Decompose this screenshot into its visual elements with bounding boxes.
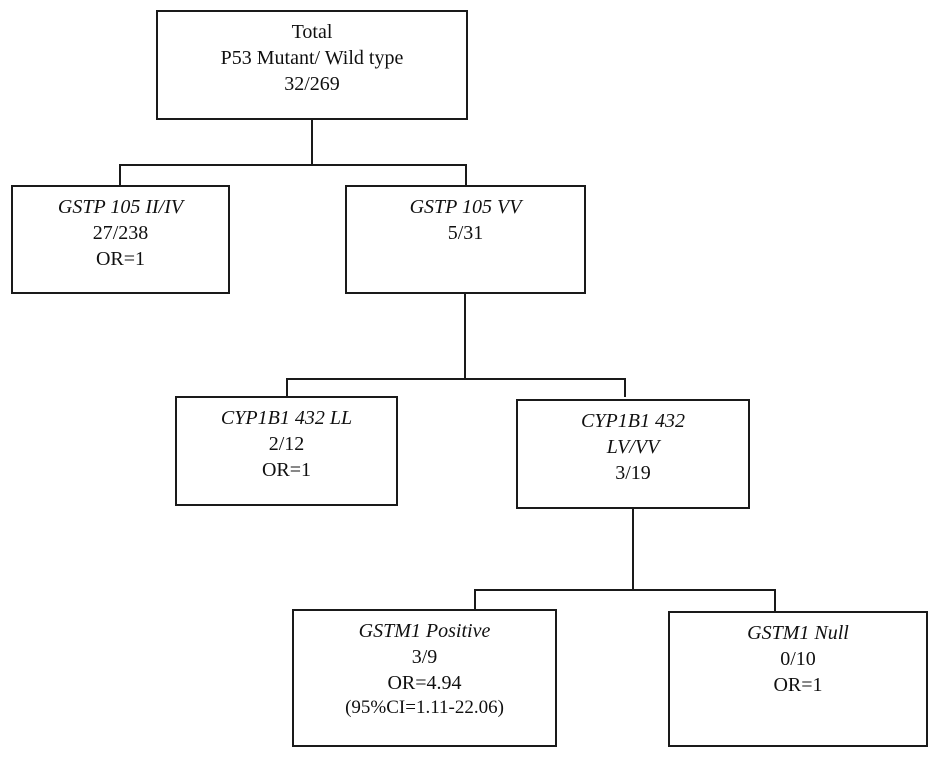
gstm1-positive-ci: (95%CI=1.11-22.06): [345, 697, 504, 718]
cyp1b1-432-lv-vv-title-2: LV/VV: [606, 436, 660, 458]
gstp-105-vv-title: GSTP 105 VV: [409, 196, 522, 218]
gstm1-positive-node: GSTM1 Positive 3/9 OR=4.94 (95%CI=1.11-2…: [292, 609, 557, 747]
total-node-line-3: 32/269: [284, 73, 340, 95]
cyp1b1-432-lv-vv-ratio: 3/19: [615, 462, 651, 484]
gstm1-null-ratio: 0/10: [780, 648, 816, 670]
connector-cyp-lvvv-stem: [632, 509, 634, 590]
gstm1-positive-ratio: 3/9: [411, 646, 438, 668]
total-node: Total P53 Mutant/ Wild type 32/269: [156, 10, 468, 120]
total-node-line-1: Total: [291, 21, 333, 43]
gstm1-null-or: OR=1: [773, 674, 823, 696]
connector-level3-bar: [474, 589, 776, 591]
gstp-105-ii-iv-ratio: 27/238: [92, 222, 149, 244]
connector-to-cyp-ll: [286, 378, 288, 397]
gstm1-positive-title: GSTM1 Positive: [358, 620, 491, 642]
cyp1b1-432-ll-title: CYP1B1 432 LL: [220, 407, 353, 429]
connector-level1-bar: [119, 164, 467, 166]
connector-gstp-vv-stem: [464, 294, 466, 379]
connector-total-stem: [311, 120, 313, 165]
cyp1b1-432-ll-ratio: 2/12: [268, 433, 305, 455]
connector-level2-bar: [286, 378, 626, 380]
total-node-line-2: P53 Mutant/ Wild type: [220, 47, 404, 69]
gstp-105-vv-ratio: 5/31: [447, 222, 484, 244]
cyp1b1-432-ll-node: CYP1B1 432 LL 2/12 OR=1: [175, 396, 398, 506]
cyp1b1-432-lv-vv-node: CYP1B1 432 LV/VV 3/19: [516, 399, 750, 509]
gstm1-null-node: GSTM1 Null 0/10 OR=1: [668, 611, 928, 747]
connector-to-gstm1-positive: [474, 589, 476, 610]
connector-to-gstp-ii-iv: [119, 164, 121, 186]
gstp-105-vv-node: GSTP 105 VV 5/31: [345, 185, 586, 294]
gstm1-positive-or: OR=4.94: [387, 672, 462, 694]
gstp-105-ii-iv-node: GSTP 105 II/IV 27/238 OR=1: [11, 185, 230, 294]
gstp-105-ii-iv-or: OR=1: [95, 248, 146, 270]
connector-to-gstm1-null: [774, 589, 776, 611]
cyp1b1-432-ll-or: OR=1: [261, 459, 312, 481]
gstm1-null-title: GSTM1 Null: [747, 622, 849, 644]
connector-to-gstp-vv: [465, 164, 467, 186]
connector-to-cyp-lvvv: [624, 378, 626, 397]
gstp-105-ii-iv-title: GSTP 105 II/IV: [57, 196, 184, 218]
cyp1b1-432-lv-vv-title-1: CYP1B1 432: [581, 410, 685, 432]
